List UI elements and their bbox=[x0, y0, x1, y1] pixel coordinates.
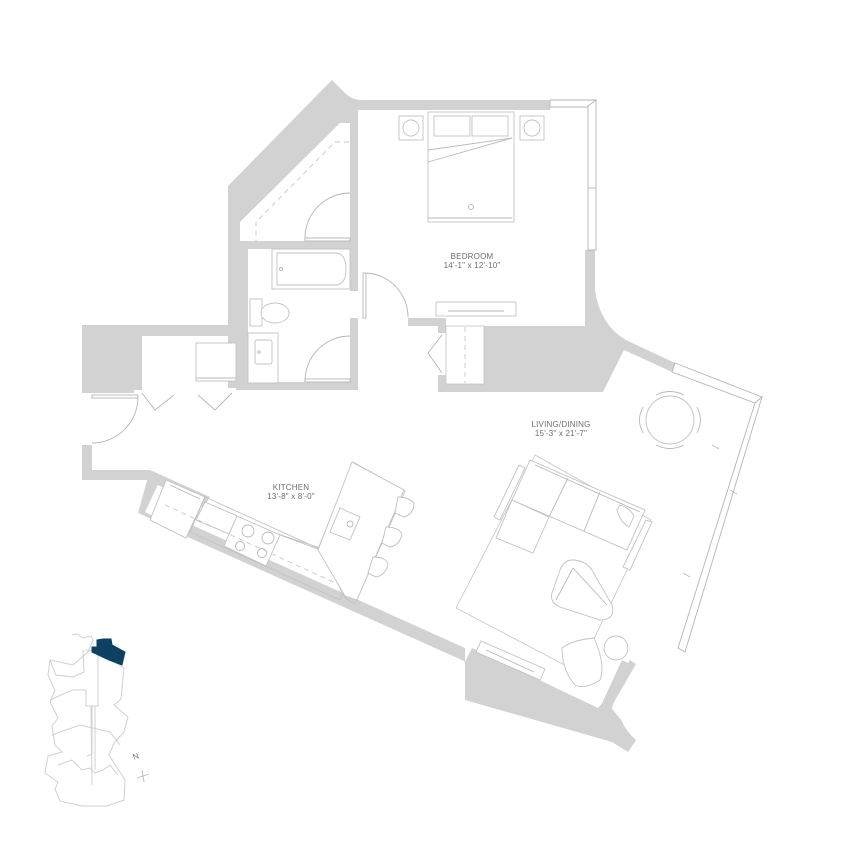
living-dining-name: LIVING/DINING bbox=[531, 420, 591, 429]
living-dining-dimensions: 15'-3" x 21'-7" bbox=[534, 429, 588, 438]
bedroom-name: BEDROOM bbox=[450, 252, 494, 261]
highlighted-unit bbox=[91, 638, 126, 666]
windows bbox=[549, 99, 763, 653]
living-dining-label: LIVING/DINING 15'-3" x 21'-7" bbox=[523, 420, 599, 438]
fixtures bbox=[195, 141, 485, 385]
doors bbox=[91, 192, 443, 444]
bedroom-dimensions: 14'-1" x 12'-10" bbox=[443, 261, 501, 270]
kitchen-name: KITCHEN bbox=[272, 483, 310, 492]
key-plan bbox=[44, 633, 150, 807]
living-furniture bbox=[455, 391, 701, 688]
bedroom-furniture bbox=[398, 111, 545, 317]
bedroom-label: BEDROOM 14'-1" x 12'-10" bbox=[437, 252, 507, 270]
kitchen-label: KITCHEN 13'-8" x 8'-0" bbox=[258, 483, 324, 501]
kitchen-fixtures bbox=[149, 461, 415, 605]
kitchen-dimensions: 13'-8" x 8'-0" bbox=[267, 492, 315, 501]
